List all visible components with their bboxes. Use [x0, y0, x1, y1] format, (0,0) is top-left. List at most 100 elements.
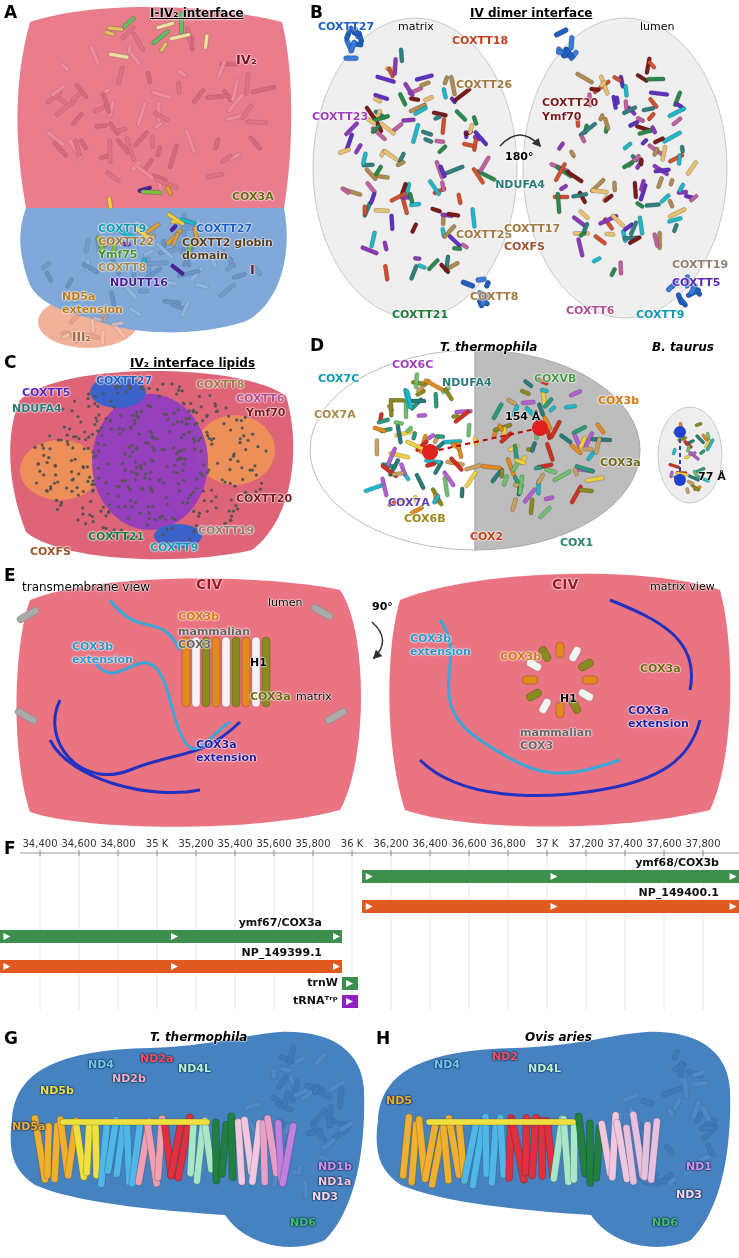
illustration-shape — [529, 498, 535, 516]
figure-label: H1 — [560, 692, 577, 705]
illustration-shape — [20, 208, 287, 332]
illustration-shape — [71, 446, 74, 449]
figure-label: III₂ — [72, 330, 91, 344]
illustration-shape — [389, 574, 730, 827]
illustration-shape — [177, 450, 180, 453]
illustration-shape — [42, 447, 45, 450]
illustration-shape — [686, 445, 691, 453]
illustration-shape — [440, 620, 620, 773]
illustration-shape — [446, 212, 460, 218]
panel-c-art — [10, 371, 293, 559]
illustration-shape — [203, 34, 209, 50]
gene-name: NP_149400.1 — [362, 886, 739, 900]
illustration-shape — [340, 186, 351, 196]
illustration-shape — [212, 437, 215, 440]
illustration-shape — [82, 466, 85, 469]
illustration-shape — [658, 407, 722, 503]
illustration-shape — [122, 16, 136, 30]
illustration-shape — [73, 458, 76, 461]
illustration-shape — [236, 507, 239, 510]
figure-label: ND1b — [318, 1160, 352, 1173]
direction-arrow — [730, 903, 737, 910]
illustration-shape — [77, 493, 80, 496]
figure-label: ND2a — [140, 1052, 173, 1065]
illustration-shape — [202, 490, 205, 493]
illustration-shape — [166, 502, 169, 505]
illustration-shape — [232, 272, 247, 280]
illustration-shape — [206, 172, 224, 179]
illustration-shape — [677, 153, 682, 165]
illustration-shape — [377, 1032, 731, 1247]
illustration-shape — [259, 488, 262, 491]
illustration-shape — [661, 1086, 683, 1098]
illustration-shape — [679, 1076, 690, 1099]
illustration-shape — [493, 423, 513, 433]
illustration-shape — [525, 688, 543, 703]
illustration-shape — [215, 506, 218, 509]
illustration-shape — [599, 74, 610, 96]
illustration-shape — [149, 477, 152, 480]
illustration-shape — [138, 289, 149, 294]
illustration-shape — [230, 515, 233, 518]
illustration-shape — [195, 411, 198, 414]
illustration-shape — [522, 487, 537, 504]
illustration-shape — [99, 510, 102, 513]
illustration-shape — [45, 489, 48, 492]
illustration-shape — [575, 71, 595, 85]
illustration-shape — [552, 469, 572, 483]
direction-arrow — [346, 998, 353, 1005]
illustration-shape — [629, 220, 639, 237]
illustration-shape — [668, 178, 674, 187]
illustration-shape — [10, 371, 293, 559]
illustration-shape — [432, 493, 441, 505]
panel-letter: C — [4, 352, 16, 372]
illustration-shape — [578, 209, 591, 221]
illustration-shape — [296, 1165, 303, 1176]
illustration-shape — [61, 332, 71, 340]
illustration-shape — [57, 438, 60, 441]
illustration-shape — [242, 637, 250, 707]
illustration-shape — [556, 192, 562, 214]
illustration-shape — [97, 413, 100, 416]
illustration-shape — [83, 447, 86, 450]
illustration-shape — [413, 105, 429, 116]
illustration-shape — [460, 279, 475, 289]
illustration-shape — [434, 139, 445, 144]
illustration-shape — [559, 183, 569, 191]
illustration-shape — [337, 1085, 344, 1109]
illustration-shape — [100, 426, 103, 429]
illustration-shape — [255, 473, 258, 476]
illustration-shape — [383, 264, 390, 282]
illustration-shape — [473, 129, 489, 146]
illustration-shape — [241, 478, 244, 481]
illustration-shape — [235, 418, 238, 421]
illustration-shape — [176, 68, 187, 78]
illustration-shape — [49, 485, 52, 488]
illustration-shape — [343, 56, 358, 61]
gene-feature: trnW — [307, 976, 358, 990]
illustration-shape — [639, 179, 646, 192]
illustration-shape — [497, 423, 505, 432]
panel-letter: D — [310, 335, 324, 355]
illustration-shape — [232, 510, 235, 513]
illustration-shape — [228, 468, 231, 471]
illustration-shape — [135, 466, 138, 469]
illustration-shape — [571, 424, 587, 435]
illustration-shape — [216, 60, 226, 79]
figure-label: NDUFA4 — [12, 402, 62, 415]
illustration-shape — [699, 449, 706, 455]
figure-label: ND5a extension — [62, 290, 124, 316]
illustration-shape — [640, 137, 649, 146]
illustration-shape — [570, 1123, 577, 1183]
figure-label: 35 K — [146, 838, 168, 850]
illustration-shape — [92, 489, 95, 492]
illustration-shape — [425, 461, 437, 467]
illustration-shape — [165, 496, 168, 499]
illustration-shape — [423, 95, 434, 103]
illustration-shape — [187, 431, 190, 434]
illustration-shape — [449, 75, 457, 97]
figure-label: 154 Å — [505, 410, 540, 423]
illustration-shape — [192, 437, 195, 440]
illustration-shape — [389, 398, 394, 417]
illustration-shape — [77, 472, 80, 475]
